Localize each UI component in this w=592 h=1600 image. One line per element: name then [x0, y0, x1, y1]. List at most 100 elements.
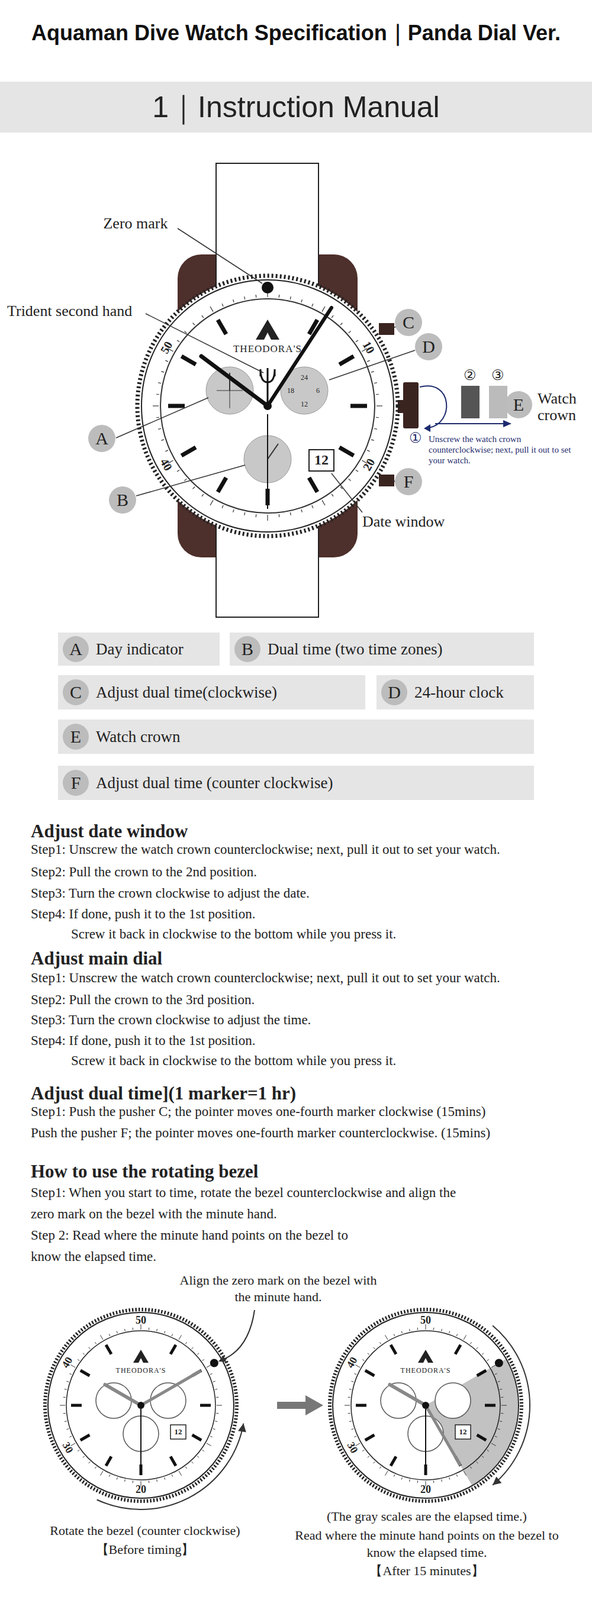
bezel-tick — [311, 303, 314, 307]
bezel-tick — [82, 1456, 85, 1459]
bezel-tick — [401, 1478, 402, 1481]
bezel-tick — [351, 1381, 354, 1383]
bezel-tick — [322, 306, 326, 312]
bezel-tick — [66, 1381, 69, 1383]
part-name: Zero mark — [76, 214, 195, 233]
callout-letter: D — [422, 338, 436, 356]
hand-pin — [137, 1402, 145, 1410]
figure-caption: Rotate the bezel (counter clockwise) — [14, 1523, 276, 1540]
bezel-tick — [178, 1471, 182, 1477]
legend-band: Watch crownE — [58, 719, 534, 755]
hour-marker — [71, 1404, 82, 1408]
align-arrow — [220, 1310, 255, 1362]
bezel-tick — [192, 323, 195, 326]
date-window — [170, 1425, 186, 1440]
section-heading: How to use the rotating bezel — [30, 1160, 259, 1183]
logo — [133, 1350, 149, 1364]
subdial-hand — [229, 390, 243, 392]
bezel-tick — [374, 428, 378, 430]
bezel-tick — [348, 1413, 351, 1415]
section-band: 1｜Instruction Manual — [0, 81, 592, 133]
callout-letter: E — [70, 728, 82, 746]
hour-marker — [170, 1345, 176, 1356]
bezel-tick — [409, 1480, 411, 1483]
bezel-tick — [417, 1328, 418, 1331]
callout-letter: A — [69, 640, 83, 659]
bezel-tick — [197, 1353, 199, 1356]
bezel-tick — [463, 1335, 467, 1341]
bezel-tick — [158, 383, 162, 384]
hour-marker — [309, 477, 318, 492]
part-name: Date window — [362, 512, 445, 532]
step-text: Step1: Push the pusher C; the pointer mo… — [30, 1104, 486, 1121]
bezel-tick — [375, 394, 379, 396]
part-name: Trident second hand — [7, 301, 133, 321]
bezel-tick — [367, 450, 370, 452]
leader-line — [331, 473, 363, 513]
hour-marker — [217, 320, 227, 335]
bezel-tick — [216, 1406, 222, 1407]
bezel-tick — [367, 1456, 370, 1459]
brand-name: THEODORA'S — [96, 1366, 186, 1376]
leader-line — [136, 465, 246, 497]
bezel-tick — [373, 1347, 376, 1350]
callout-circle: C — [62, 679, 89, 706]
bezel-tick — [456, 1475, 458, 1478]
bezel-tick — [158, 428, 162, 430]
position-number: ① — [405, 429, 426, 447]
bezel-tick — [351, 1429, 354, 1431]
bezel-tick — [202, 1450, 205, 1452]
bezel-tick — [367, 360, 370, 362]
bezel-number: 50 — [414, 1314, 437, 1328]
date-number: 12 — [455, 1427, 471, 1438]
bezel-tick — [371, 439, 375, 442]
logo — [255, 319, 280, 340]
arrow-head — [503, 420, 512, 428]
hour-marker — [192, 1435, 202, 1441]
callout-circle: E — [504, 391, 533, 419]
bezel-number: 30 — [56, 1436, 79, 1462]
hour-marker — [365, 1435, 375, 1441]
bezel-tick — [214, 1389, 218, 1391]
bezel-tick — [367, 1353, 370, 1356]
step-text: Step1: When you start to time, rotate th… — [30, 1182, 463, 1226]
watch-crown — [403, 382, 419, 429]
bezel-tick — [214, 1421, 218, 1423]
bezel-tick — [213, 1429, 216, 1431]
callout-circle: D — [414, 333, 443, 361]
bezel-tick — [331, 315, 334, 318]
hour-marker — [390, 1457, 397, 1467]
bezel-tick — [164, 1478, 166, 1481]
bezel-tick — [331, 494, 334, 497]
bezel-tick — [385, 1335, 389, 1341]
bezel-tick — [66, 1429, 69, 1431]
header-ground — [0, 81, 592, 133]
bezel-number: 20 — [130, 1484, 152, 1498]
bezel-tick — [491, 1443, 497, 1447]
bezel-tick — [184, 331, 188, 334]
leader-line — [116, 397, 209, 439]
bezel-tick — [202, 1359, 205, 1362]
bezel-tick — [301, 509, 303, 513]
subdial-number: 18 — [283, 386, 298, 395]
bezel-tick — [201, 494, 204, 497]
bezel-tick — [164, 1331, 166, 1334]
bezel-tick — [148, 1481, 150, 1484]
bezel-tick — [494, 1436, 498, 1438]
bezel-tick — [441, 1329, 443, 1332]
step-text: Push the pusher F; the pointer moves one… — [30, 1125, 491, 1142]
section-title: 1｜Instruction Manual — [152, 87, 440, 128]
hour-marker — [339, 356, 354, 365]
step-text: Screw it back in clockwise to the bottom… — [71, 926, 397, 944]
callout-letter: A — [95, 429, 109, 448]
bezel-tick — [206, 1443, 212, 1447]
bezel-number: 30 — [341, 1436, 364, 1462]
hour-marker — [477, 1435, 487, 1441]
bezel-tick — [63, 1397, 66, 1399]
bezel-knurl — [329, 1310, 522, 1502]
bezel-tick — [497, 1381, 501, 1383]
bezel-tick — [124, 1329, 126, 1332]
second-hand — [425, 1406, 427, 1472]
bezel-tick — [481, 1456, 484, 1459]
